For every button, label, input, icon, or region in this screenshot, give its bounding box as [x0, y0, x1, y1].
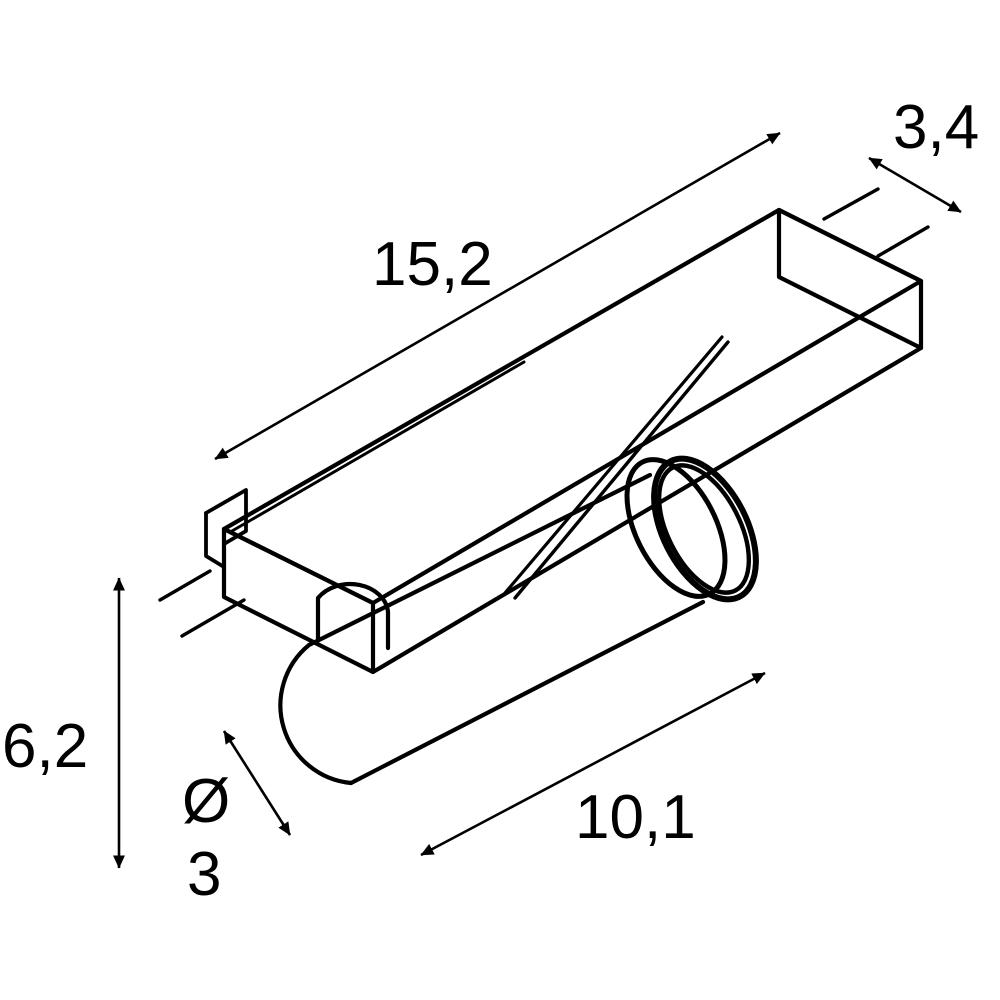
- dimension-lines: [113, 131, 962, 869]
- reference-line-left-upper: [158, 569, 212, 602]
- reference-line-left-lower: [180, 598, 246, 638]
- dimension-line-width: [868, 156, 962, 214]
- spot-cylinder-upper-edge: [306, 472, 653, 648]
- reference-line-right-upper: [822, 187, 880, 221]
- spot-cylinder-lower-edge: [348, 599, 706, 786]
- track-connector-notch: [204, 511, 226, 599]
- spot-head-ring-front-outer: [651, 455, 759, 603]
- dimension-label-height: 6,2: [2, 712, 88, 781]
- spot-head-ring-rear: [624, 457, 728, 599]
- reference-line-right-lower: [876, 225, 930, 258]
- track-adapter-housing-top-face: [221, 207, 924, 606]
- dimension-label-depth: 10,1: [575, 783, 696, 852]
- dimension-label-diameter-symbol: Ø: [182, 767, 230, 836]
- dimension-line-depth: [420, 671, 766, 857]
- track-adapter-housing-bottom-edge: [370, 345, 924, 675]
- track-adapter-housing-front-face: [221, 526, 376, 675]
- housing-top-inner-edge: [230, 360, 526, 533]
- track-adapter-housing-end-face: [776, 207, 924, 351]
- track-connector-step-upper: [204, 488, 248, 546]
- dimension-labels: 15,2 3,4 6,2 10,1 Ø 3: [2, 93, 979, 909]
- dimension-line-diameter: [222, 730, 292, 836]
- dimension-label-diameter-value: 3: [187, 840, 221, 909]
- dimension-label-width: 3,4: [893, 93, 979, 162]
- spot-cylinder-rear-cap: [278, 642, 354, 786]
- dimension-label-length: 15,2: [372, 230, 493, 299]
- dimension-line-length: [214, 131, 781, 461]
- luminaire-geometry: [158, 187, 930, 786]
- spot-head-ring-front-inner: [656, 463, 752, 595]
